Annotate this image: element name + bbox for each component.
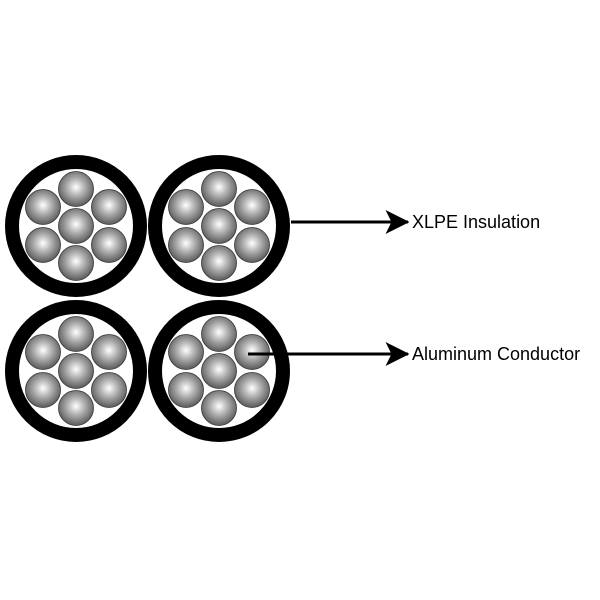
aluminum-strand (168, 189, 204, 225)
aluminum-strand (168, 227, 204, 263)
aluminum-strand (201, 208, 237, 244)
aluminum-strand (234, 334, 270, 370)
aluminum-strand (25, 372, 61, 408)
cable-core (148, 300, 290, 442)
aluminum-strand (91, 372, 127, 408)
aluminum-strand (168, 334, 204, 370)
aluminum-strand (58, 353, 94, 389)
cable-cores (5, 155, 290, 442)
aluminum-strand (201, 171, 237, 207)
insulation-label: XLPE Insulation (412, 212, 540, 232)
aluminum-strand (201, 245, 237, 281)
aluminum-strand (58, 245, 94, 281)
aluminum-strand (234, 372, 270, 408)
aluminum-strand (201, 390, 237, 426)
cable-core (148, 155, 290, 297)
aluminum-strand (25, 189, 61, 225)
aluminum-strand (58, 171, 94, 207)
aluminum-strand (58, 390, 94, 426)
aluminum-strand (58, 208, 94, 244)
aluminum-strand (201, 353, 237, 389)
aluminum-strand (168, 372, 204, 408)
aluminum-strand (201, 316, 237, 352)
aluminum-strand (25, 227, 61, 263)
aluminum-strand (91, 334, 127, 370)
cable-core (5, 155, 147, 297)
aluminum-strand (234, 227, 270, 263)
aluminum-strand (58, 316, 94, 352)
conductor-label: Aluminum Conductor (412, 344, 580, 364)
cable-core (5, 300, 147, 442)
aluminum-strand (234, 189, 270, 225)
aluminum-strand (91, 189, 127, 225)
aluminum-strand (91, 227, 127, 263)
aluminum-strand (25, 334, 61, 370)
